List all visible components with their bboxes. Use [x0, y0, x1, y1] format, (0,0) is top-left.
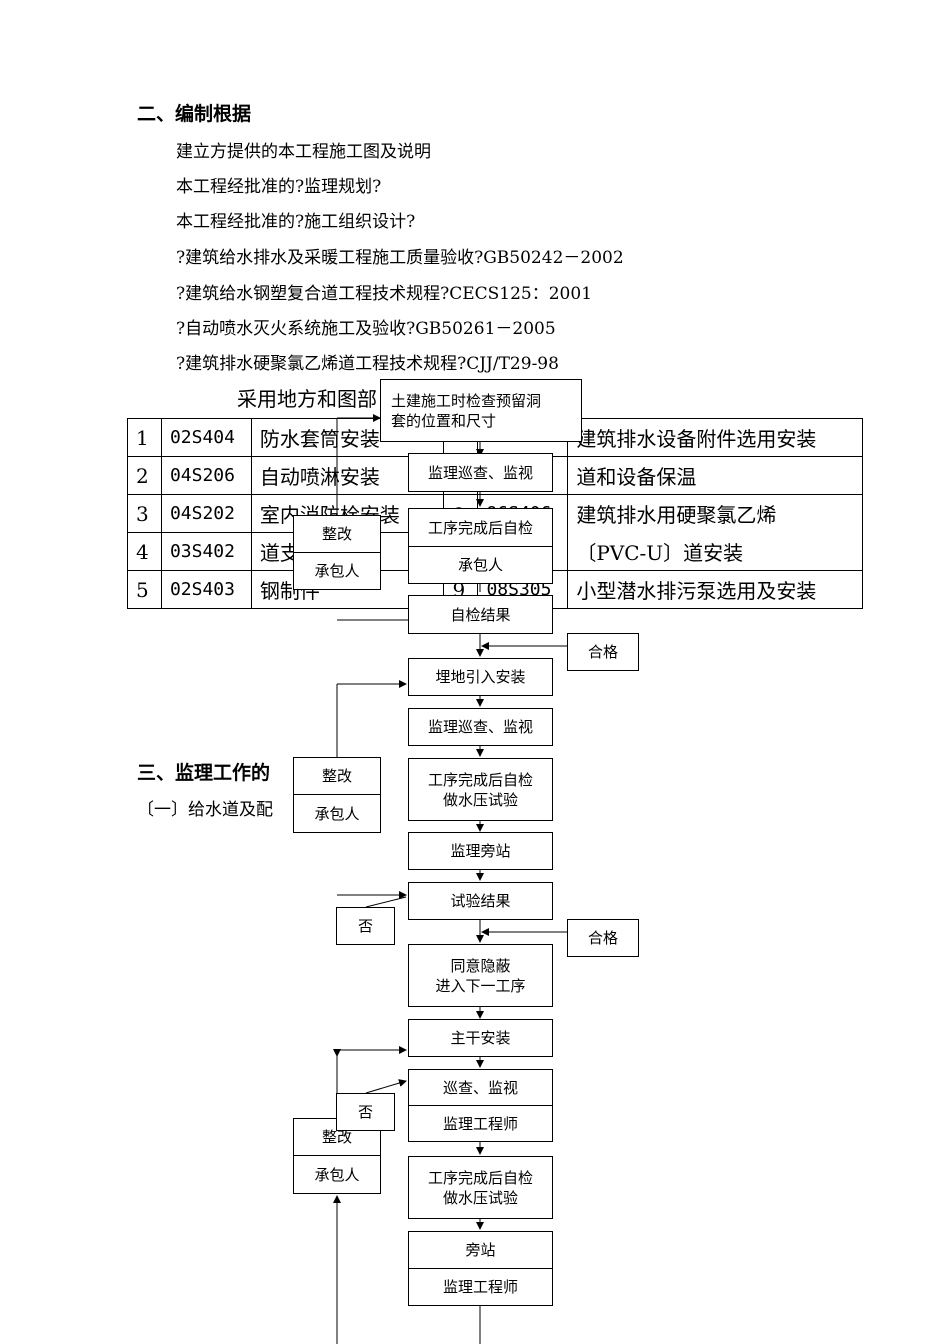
basis-item: 建立方提供的本工程施工图及说明: [176, 142, 431, 162]
flow-box-rectify: 整改: [293, 515, 381, 553]
flow-box-self-check: 工序完成后自检: [408, 508, 553, 547]
row-number: 4: [127, 532, 162, 571]
row-number: 5: [127, 570, 162, 609]
flow-box-rectify-contractor: 承包人: [293, 552, 381, 590]
standard-name: 〔PVC-U〕道安装: [567, 532, 863, 571]
standard-code: 02S403: [160, 570, 252, 609]
flow-box-supervision-inspection: 监理巡查、监视: [408, 708, 553, 746]
table-row: 1 02S404 防水套筒安装 建筑排水设备附件选用安装: [127, 418, 863, 457]
basis-item: ?建筑排水硬聚氯乙烯道工程技术规程?CJJ/T29-98: [176, 354, 559, 374]
standard-name: 小型潜水排污泵选用及安装: [567, 570, 863, 609]
flow-box-supervision-inspection: 监理巡查、监视: [408, 453, 553, 492]
row-number: 2: [127, 456, 162, 495]
flow-box-witness: 旁站: [408, 1231, 553, 1269]
flow-box-engineer: 监理工程师: [408, 1105, 553, 1142]
basis-item: ?建筑给水排水及采暖工程施工质量验收?GB50242－2002: [176, 248, 624, 268]
flow-box-rectify-contractor: 承包人: [293, 794, 381, 833]
basis-item: ?自动喷水灭火系统施工及验收?GB50261－2005: [176, 319, 556, 339]
table-caption: 采用地方和图部: [237, 387, 377, 411]
flow-box-engineer: 监理工程师: [408, 1268, 553, 1306]
standard-code: 02S404: [160, 418, 252, 457]
standard-code: 04S202: [160, 494, 252, 533]
flow-box-approve-concealment: 同意隐蔽 进入下一工序: [408, 944, 553, 1007]
section-heading-workflow: 三、监理工作的: [137, 762, 271, 784]
standard-name: 道和设备保温: [567, 456, 863, 495]
flow-box-fail: 否: [336, 1093, 395, 1131]
subsection-heading: 〔一〕给水道及配: [137, 800, 273, 820]
flow-box-main-install: 主干安装: [408, 1019, 553, 1057]
standard-name: 建筑排水设备附件选用安装: [567, 418, 863, 457]
flow-box-rectify-contractor: 承包人: [293, 1155, 381, 1194]
flow-box-pass: 合格: [567, 633, 639, 671]
basis-item: 本工程经批准的?施工组织设计?: [176, 212, 416, 232]
row-number: 1: [127, 418, 162, 457]
flow-box-rectify: 整改: [293, 757, 381, 795]
standard-code: 04S206: [160, 456, 252, 495]
flow-box-patrol: 巡查、监视: [408, 1069, 553, 1106]
basis-item: ?建筑给水钢塑复合道工程技术规程?CECS125：2001: [176, 284, 593, 304]
flow-box-pass: 合格: [567, 919, 639, 957]
flow-box-pressure-test: 工序完成后自检 做水压试验: [408, 1156, 553, 1219]
flow-box-self-check-result: 自检结果: [408, 595, 553, 634]
flow-box-pressure-test: 工序完成后自检 做水压试验: [408, 758, 553, 821]
standard-code: 03S402: [160, 532, 252, 571]
flow-box-test-result: 试验结果: [408, 882, 553, 920]
flow-box-fail: 否: [336, 907, 395, 945]
standard-name: 自动喷淋安装: [250, 456, 445, 495]
flow-box-buried-install: 埋地引入安装: [408, 658, 553, 696]
basis-item: 本工程经批准的?监理规划?: [176, 177, 382, 197]
section-heading-basis: 二、编制根据: [137, 103, 252, 125]
flow-box-contractor: 承包人: [408, 546, 553, 584]
flow-box-check-reserved-holes: 土建施工时检查预留洞 套的位置和尺寸: [380, 379, 582, 442]
standard-name: 建筑排水用硬聚氯乙烯: [567, 494, 863, 533]
flow-box-witness: 监理旁站: [408, 832, 553, 870]
